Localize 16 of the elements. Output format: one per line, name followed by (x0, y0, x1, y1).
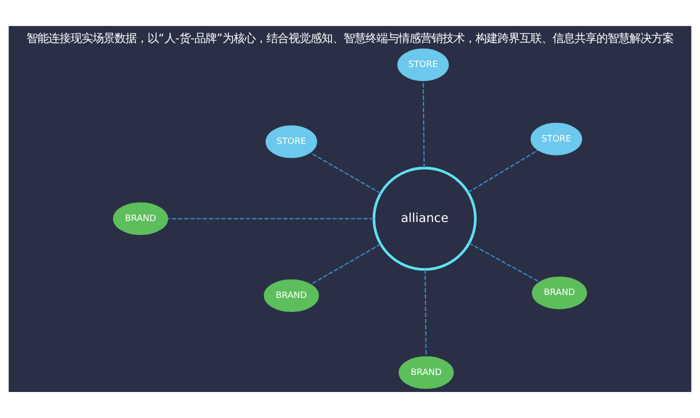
connector (310, 244, 381, 285)
node-ellipse: BRAND (113, 202, 168, 236)
connector (168, 218, 374, 220)
connector (468, 242, 540, 282)
connector (468, 150, 538, 193)
connector (310, 152, 381, 194)
diagram-title: 智能连接现实场景数据，以“人-货-品牌”为核心，结合视觉感知、智慧终端与情感营销技术，构建跨界互联、信息共享的智慧解决方案 (26, 31, 674, 46)
node-circle: alliance (372, 166, 477, 271)
node-ellipse: BRAND (532, 276, 587, 310)
node-ellipse: STORE (397, 48, 449, 82)
node-ellipse: BRAND (264, 279, 319, 312)
node-ellipse: STORE (530, 122, 582, 156)
connector (422, 80, 425, 168)
node-ellipse: STORE (266, 125, 318, 158)
node-ellipse: BRAND (398, 356, 454, 389)
connector (424, 270, 427, 357)
